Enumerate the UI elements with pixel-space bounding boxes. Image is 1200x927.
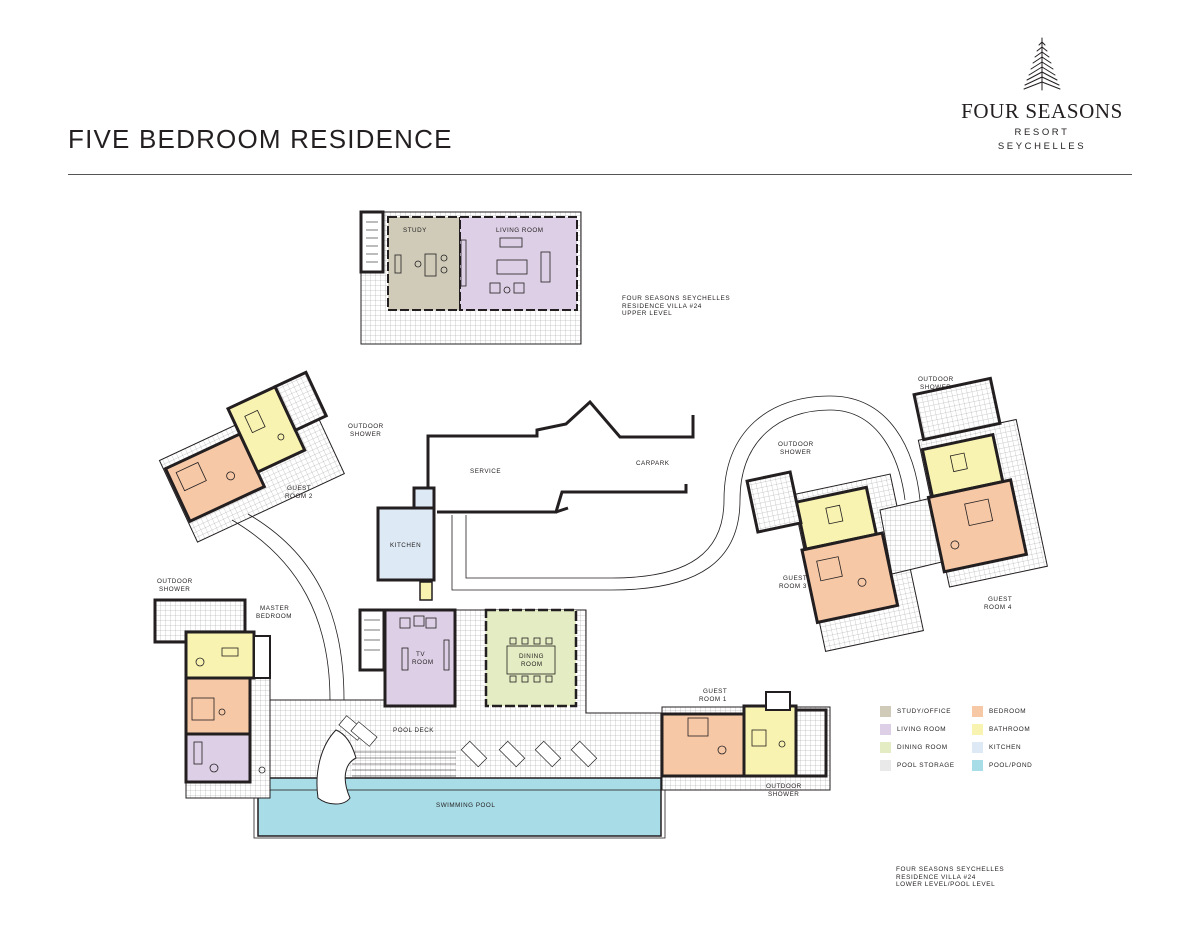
legend-label: BEDROOM [989, 708, 1027, 715]
legend-label: STUDY/OFFICE [897, 708, 952, 715]
label-service: SERVICE [470, 468, 501, 475]
guest-room-4-wing [917, 418, 1048, 588]
legend-item: DINING ROOM [880, 742, 972, 753]
legend-item: LIVING ROOM [880, 724, 972, 735]
guest-room-4-bedroom [926, 478, 1029, 574]
label-swimming-pool: SWIMMING POOL [436, 802, 495, 809]
brand-location: SEYCHELLES [997, 141, 1087, 152]
page-title: FIVE BEDROOM RESIDENCE [68, 124, 453, 154]
sun-loungers [338, 715, 598, 768]
master-living [184, 732, 252, 784]
legend-swatch [972, 742, 983, 753]
label-pool-deck: POOL DECK [393, 727, 434, 734]
label-outdoor-shower-gr4-b: SHOWER [920, 384, 951, 391]
label-outdoor-shower-master-a: OUTDOOR [157, 578, 193, 585]
title-divider [68, 174, 1132, 175]
service-carpark-outline [426, 399, 695, 514]
study-desk [424, 253, 437, 277]
legend-item: POOL/POND [972, 760, 1064, 771]
kitchen-room [376, 506, 436, 582]
lower-note-line-2: RESIDENCE VILLA #24 [896, 873, 976, 881]
brand-name: FOUR SEASONS [961, 99, 1123, 123]
upper-level-note: FOUR SEASONS SEYCHELLES RESIDENCE VILLA … [622, 295, 730, 318]
driveway-path [451, 409, 906, 591]
label-master-bedroom-b: BEDROOM [256, 613, 292, 620]
label-guest-room-2-a: GUEST [287, 485, 311, 492]
garden-path-west [231, 519, 331, 701]
legend-swatch [972, 724, 983, 735]
study-room [387, 216, 461, 311]
label-dining-room-b: ROOM [521, 661, 543, 668]
label-guest-room-4-b: ROOM 4 [984, 604, 1012, 611]
label-guest-room-1-a: GUEST [703, 688, 727, 695]
legend-swatch [972, 706, 983, 717]
label-guest-room-1-b: ROOM 1 [699, 696, 727, 703]
label-outdoor-shower-gr1-a: OUTDOOR [766, 783, 802, 790]
lower-note-line-3: LOWER LEVEL/POOL LEVEL [896, 881, 996, 889]
upper-living-room [459, 216, 578, 311]
upper-note-line-2: RESIDENCE VILLA #24 [622, 302, 702, 310]
label-study: STUDY [403, 227, 427, 234]
guest-room-1-bedroom [660, 712, 746, 778]
legend-label: KITCHEN [989, 744, 1022, 751]
brand-resort: RESORT [1014, 127, 1070, 138]
label-outdoor-shower-master-b: SHOWER [159, 586, 190, 593]
guest-room-3-bedroom [800, 531, 900, 625]
legend-swatch [972, 760, 983, 771]
label-living-room: LIVING ROOM [496, 227, 543, 234]
legend-label: POOL STORAGE [897, 762, 955, 769]
label-outdoor-shower-gr3-b: SHOWER [780, 449, 811, 456]
label-dining-room-a: DINING [519, 653, 544, 660]
legend-swatch [880, 742, 891, 753]
legend-label: LIVING ROOM [897, 726, 947, 733]
legend-label: DINING ROOM [897, 744, 948, 751]
label-outdoor-shower-gr4-a: OUTDOOR [918, 376, 954, 383]
label-outdoor-shower-gr1-b: SHOWER [768, 791, 799, 798]
color-legend: STUDY/OFFICE BEDROOM LIVING ROOM BATHROO… [880, 706, 1065, 771]
legend-swatch [880, 760, 891, 771]
rock-feature [316, 729, 357, 805]
legend-label: POOL/POND [989, 762, 1033, 769]
master-bedroom [184, 676, 252, 736]
coffee-table [496, 259, 528, 275]
label-guest-room-3-b: ROOM 3 [779, 583, 807, 590]
master-bathroom [184, 630, 256, 680]
dining-room [484, 608, 578, 708]
label-carpark: CARPARK [636, 460, 670, 467]
upper-note-line-1: FOUR SEASONS SEYCHELLES [622, 295, 731, 302]
label-guest-room-3-a: GUEST [783, 575, 807, 582]
brand-logo: FOUR SEASONS RESORT SEYCHELLES [950, 36, 1134, 152]
label-tv-room-a: TV [416, 651, 425, 658]
legend-label: BATHROOM [989, 726, 1031, 733]
legend-swatch [880, 706, 891, 717]
legend-swatch [880, 724, 891, 735]
upper-note-line-3: UPPER LEVEL [622, 310, 673, 318]
label-guest-room-2-b: ROOM 2 [285, 493, 313, 500]
label-outdoor-shower-gr2-b: SHOWER [350, 431, 381, 438]
legend-item: BEDROOM [972, 706, 1064, 717]
legend-item: STUDY/OFFICE [880, 706, 972, 717]
label-guest-room-4-a: GUEST [988, 596, 1012, 603]
upper-level-plan: STUDY LIVING ROOM [359, 210, 582, 345]
tv-room [383, 608, 457, 708]
tree-icon [1023, 37, 1061, 91]
label-outdoor-shower-gr3-a: OUTDOOR [778, 441, 814, 448]
guest-room-2-wing [158, 370, 345, 543]
lower-note-line-1: FOUR SEASONS SEYCHELLES [896, 866, 1005, 873]
legend-item: KITCHEN [972, 742, 1064, 753]
label-master-bedroom-a: MASTER [260, 605, 289, 612]
label-outdoor-shower-gr2-a: OUTDOOR [348, 423, 384, 430]
dining-table [506, 645, 556, 675]
label-tv-room-b: ROOM [412, 659, 434, 666]
upper-stair [359, 210, 385, 274]
legend-item: BATHROOM [972, 724, 1064, 735]
label-kitchen: KITCHEN [390, 542, 421, 549]
lower-level-note: FOUR SEASONS SEYCHELLES RESIDENCE VILLA … [896, 866, 1004, 889]
legend-item: POOL STORAGE [880, 760, 972, 771]
